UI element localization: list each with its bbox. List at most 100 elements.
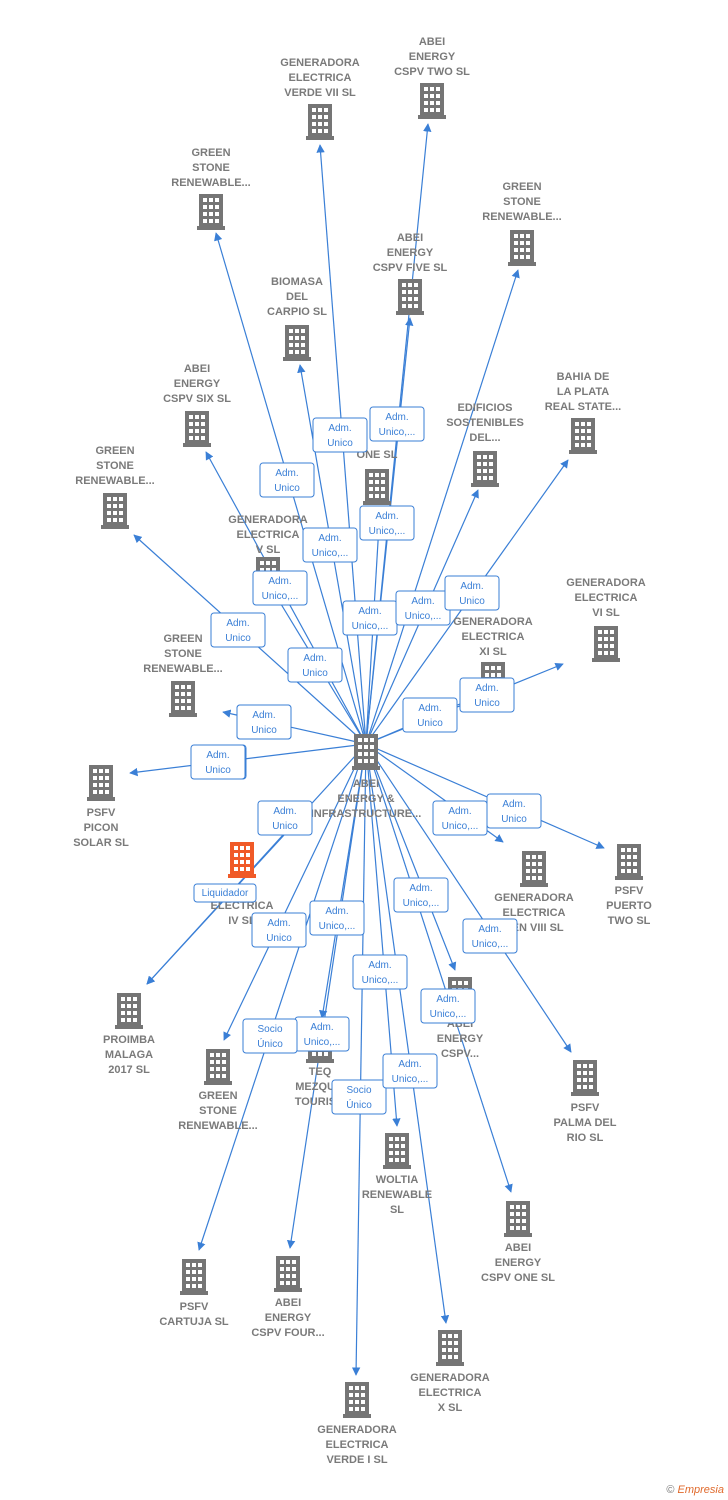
relation-box[interactable]: Adm.Unico,... (393, 877, 449, 913)
node-label-line: ELECTRICA (462, 631, 525, 643)
building-icon (101, 493, 129, 529)
relation-label: Unico,... (403, 898, 440, 909)
relation-box[interactable]: Adm. Unico,... (294, 1016, 350, 1052)
relation-label: Adm. (502, 799, 525, 810)
relation-label: Adm. (310, 1022, 333, 1033)
relation-box[interactable]: Adm.Unico (190, 744, 246, 780)
relation-box[interactable]: Adm.Unico (287, 647, 343, 683)
relation-box[interactable]: Adm.Unico,... (342, 600, 398, 636)
relation-box[interactable]: Liquidador (193, 883, 257, 903)
relation-box[interactable]: Adm.Unico,... (462, 918, 518, 954)
node-abeic[interactable]: ABEIENERGYCSPV... (437, 977, 484, 1060)
node-label-line: ELECTRICA (326, 1439, 389, 1451)
node-gsr1[interactable]: GREENSTONERENEWABLE... (171, 147, 251, 230)
node-label-line: LA PLATA (557, 386, 609, 398)
node-one[interactable]: ONE SL (357, 449, 398, 505)
node-label-line: GENERADORA (566, 577, 646, 589)
building-icon (471, 451, 499, 487)
relation-box-frame (257, 800, 313, 836)
relation-box-frame (352, 954, 408, 990)
relation-box[interactable]: Adm.Unico (459, 677, 515, 713)
relation-box[interactable]: Adm.Unico (259, 462, 315, 498)
building-icon (169, 681, 197, 717)
node-gsr5[interactable]: GREENSTONERENEWABLE... (178, 1049, 258, 1132)
node-label-line: CSPV... (441, 1048, 479, 1060)
node-label-line: STONE (192, 162, 230, 174)
relation-box[interactable]: Adm.Unico,... (369, 406, 425, 442)
node-gsr2[interactable]: GREENSTONERENEWABLE... (482, 181, 562, 266)
relation-box-frame (382, 1053, 438, 1089)
edge-abeic (365, 743, 457, 971)
relation-label: Adm. (460, 581, 483, 592)
node-label-line: STONE (164, 648, 202, 660)
relation-label: Unico,... (430, 1009, 467, 1020)
relation-box[interactable]: Adm.Unico,... (359, 505, 415, 541)
relation-label: Unico,... (442, 821, 479, 832)
relation-box[interactable]: Adm.Unico,... (395, 590, 451, 626)
node-label-line: CSPV FIVE SL (373, 262, 448, 274)
building-icon (383, 1133, 411, 1169)
relation-box[interactable]: Adm.Unico (312, 417, 368, 453)
relation-box[interactable]: Adm.Unico,... (352, 954, 408, 990)
relation-label: Adm. (303, 653, 326, 664)
brand-logo[interactable]: Empresia (677, 1484, 724, 1496)
node-label-line: WOLTIA (376, 1174, 419, 1186)
relation-box[interactable]: Adm.Unico,... (382, 1053, 438, 1089)
relation-box[interactable]: Adm.Unico,... (420, 988, 476, 1024)
node-label-line: PSFV (571, 1102, 600, 1114)
node-edif[interactable]: EDIFICIOSSOSTENIBLESDEL... (446, 402, 524, 487)
node-label-line: PROIMBA (103, 1034, 155, 1046)
relation-box-frame (369, 406, 425, 442)
relation-box[interactable]: Adm.Unico,... (309, 900, 365, 936)
relation-box[interactable]: Adm.Unico (210, 612, 266, 648)
relation-box[interactable]: Adm.Unico (486, 793, 542, 829)
relation-box[interactable]: Adm.Unico (236, 704, 292, 740)
relation-label: Unico,... (312, 548, 349, 559)
relation-label: Unico,... (304, 1037, 341, 1048)
building-icon (306, 104, 334, 140)
node-label-line: 2017 SL (108, 1064, 150, 1076)
relation-box[interactable]: Adm.Unico,... (302, 527, 358, 563)
relation-label: Adm. (411, 596, 434, 607)
relation-box-frame (359, 505, 415, 541)
node-label-line: RENEWABLE... (143, 663, 222, 675)
relation-box[interactable]: Adm.Unico (251, 912, 307, 948)
relation-box[interactable]: Adm.Unico (444, 575, 500, 611)
node-label-line: VI SL (592, 607, 620, 619)
relation-box[interactable]: Adm.Unico (257, 800, 313, 836)
node-gsr4[interactable]: GREENSTONERENEWABLE... (143, 633, 223, 717)
relation-label: Adm. (475, 683, 498, 694)
node-label-line: GENERADORA (494, 892, 574, 904)
relation-box[interactable]: Adm.Unico (402, 697, 458, 733)
node-gsr3[interactable]: GREENSTONERENEWABLE... (75, 445, 155, 529)
node-label-line: CSPV ONE SL (481, 1272, 555, 1284)
relation-box[interactable]: Adm.Unico,... (252, 570, 308, 606)
relation-box[interactable]: Adm.Unico,... (432, 800, 488, 836)
building-icon (396, 279, 424, 315)
